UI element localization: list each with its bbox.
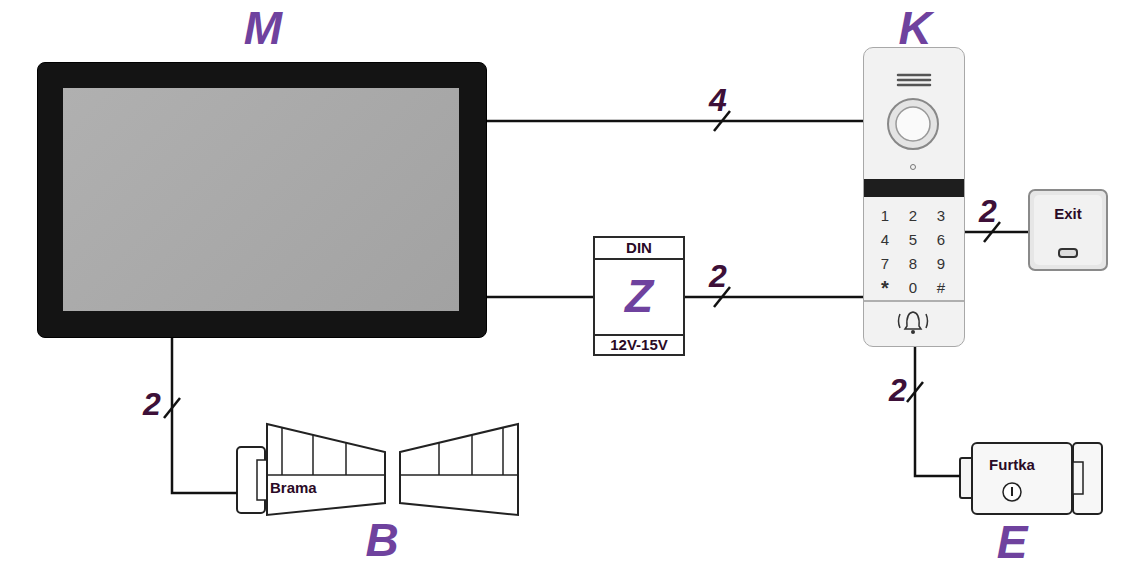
keypad-key: 9 [931,255,951,273]
panel-details [864,48,964,346]
part-label: Furtka [982,456,1042,474]
wire-count: 2 [973,195,1003,227]
gate-hinge [257,460,267,500]
keyhole-slot [1011,487,1013,496]
cable [685,296,863,299]
lock-strike [1073,443,1102,514]
power-supply-box: DIN Z 12V-15V [593,236,685,356]
camera-ring [888,99,938,149]
wire-count: 2 [703,260,733,292]
microphone [911,165,916,170]
gate-wing [267,424,385,515]
keypad-key: 2 [903,207,923,225]
keypad-key: 5 [903,231,923,249]
lock-body [972,443,1072,514]
speaker-slot [898,79,930,82]
gate: BramaB [237,424,518,574]
button-key [1058,248,1078,258]
lock-slot [1073,462,1083,494]
bell-waves [899,314,928,328]
keypad-key: 4 [875,231,895,249]
part-label: DIN [595,238,683,260]
gate-lock: FurtkaE [960,443,1102,568]
monitor-screen [63,88,459,311]
part-label: Exit [1030,205,1106,223]
keyhole [1003,483,1021,501]
gate-bar [502,428,504,475]
cable [915,347,960,476]
bell-clapper [911,330,915,334]
part-label: Brama [270,479,340,497]
keypad-key: 8 [903,255,923,273]
video-monitor: M [37,62,487,338]
part-letter: K [890,5,940,51]
bell-icon [905,312,921,329]
keypad-key: 6 [931,231,951,249]
part-label: 12V-15V [595,334,683,354]
keypad-key: 7 [875,255,895,273]
part-letter: M [238,5,288,51]
display-band [864,179,964,197]
speaker-slot [898,84,930,87]
keypad-key: 1 [875,207,895,225]
part-letter: E [987,519,1037,565]
gate-bar [312,435,314,475]
wire-count: 2 [883,374,913,406]
wire-count-slash [164,398,180,418]
gate-bar [438,443,440,475]
wire-count-slash [907,382,923,402]
door-station: K [863,47,965,347]
cable [487,120,863,123]
keypad-key: 0 [903,279,923,297]
part-letter: B [357,517,407,563]
camera-lens [896,107,930,141]
cable [965,231,1028,234]
exit-button: Exit [1028,189,1108,271]
speaker-slot [898,74,930,77]
gate-rail [267,474,385,476]
gate-bar [471,435,473,475]
gate-wing [400,424,518,515]
divider [864,300,964,302]
gate-bar [281,428,283,475]
wire-count: 2 [137,388,167,420]
keypad-key: 3 [931,207,951,225]
wire-count: 4 [703,84,733,116]
gate-bar [345,443,347,475]
gate-rail [400,474,518,476]
part-letter: Z [595,273,683,319]
cable [172,338,237,493]
cable [487,296,593,299]
keypad-key: # [931,279,951,297]
keypad-key: * [875,279,895,297]
